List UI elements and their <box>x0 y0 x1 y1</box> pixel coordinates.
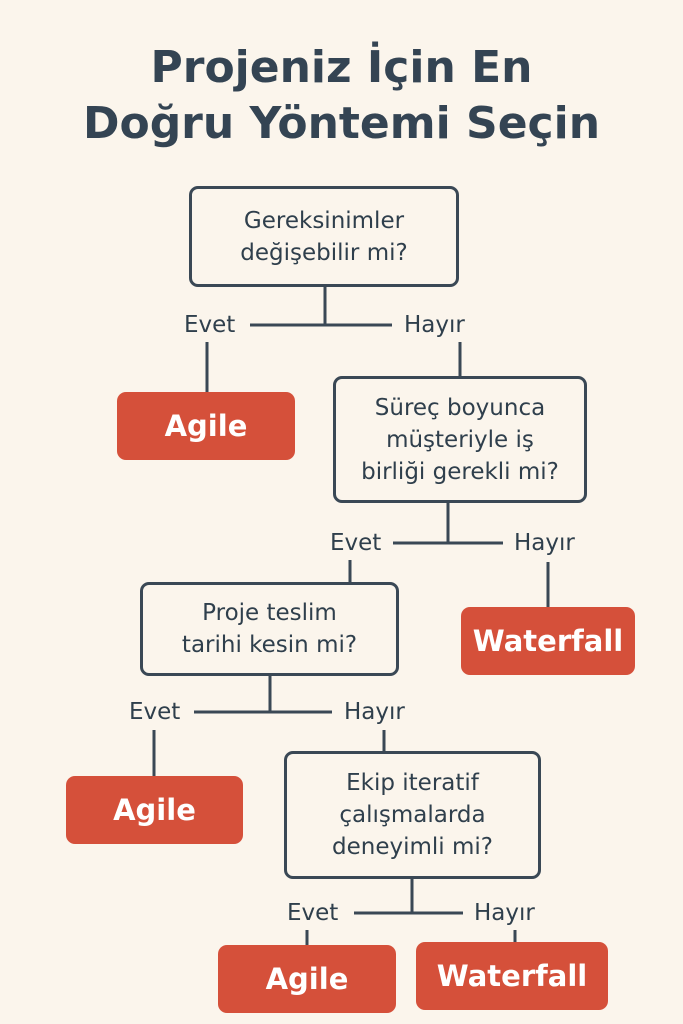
question-text: çalışmalarda <box>339 802 486 828</box>
branch-no-label: Hayır <box>342 698 407 726</box>
branch-no-label: Hayır <box>402 311 467 339</box>
result-label: Waterfall <box>472 624 624 658</box>
branch-yes-label: Evet <box>182 311 238 339</box>
branch-no-label: Hayır <box>472 899 537 927</box>
title-line-1: Projeniz İçin En <box>150 42 533 93</box>
question-text: Gereksinimler <box>243 207 405 234</box>
result-agile: Agile <box>117 392 295 460</box>
question-text: deneyimli mi? <box>332 834 493 860</box>
question-box-team-experience: Ekip iteratif çalışmalarda deneyimli mi? <box>284 751 541 879</box>
question-box-customer-collaboration: Süreç boyunca müşteriyle iş birliği gere… <box>333 376 587 503</box>
question-text: müşteriyle iş <box>386 426 534 453</box>
branch-yes-label: Evet <box>328 529 384 557</box>
question-text: birliği gerekli mi? <box>361 458 559 485</box>
question-text: Ekip iteratif <box>346 770 479 796</box>
result-waterfall: Waterfall <box>416 942 608 1010</box>
title-line-2: Doğru Yöntemi Seçin <box>82 98 601 149</box>
result-waterfall: Waterfall <box>461 607 635 675</box>
question-text: tarihi kesin mi? <box>181 632 358 658</box>
result-agile: Agile <box>66 776 243 844</box>
result-label: Agile <box>265 962 349 996</box>
branch-yes-label: Evet <box>127 698 183 726</box>
branch-no-label: Hayır <box>512 529 577 557</box>
branch-yes-label: Evet <box>285 899 341 927</box>
question-box-delivery-date: Proje teslim tarihi kesin mi? <box>140 582 399 676</box>
result-label: Agile <box>113 793 196 827</box>
result-label: Waterfall <box>436 959 588 993</box>
question-text: Süreç boyunca <box>374 394 546 421</box>
question-text: değişebilir mi? <box>240 239 408 266</box>
question-text: Proje teslim <box>202 600 337 626</box>
result-agile: Agile <box>218 945 396 1013</box>
result-label: Agile <box>164 409 248 443</box>
page-title: Projeniz İçin En Doğru Yöntemi Seçin <box>0 40 683 152</box>
question-box-requirements: Gereksinimler değişebilir mi? <box>189 186 459 287</box>
